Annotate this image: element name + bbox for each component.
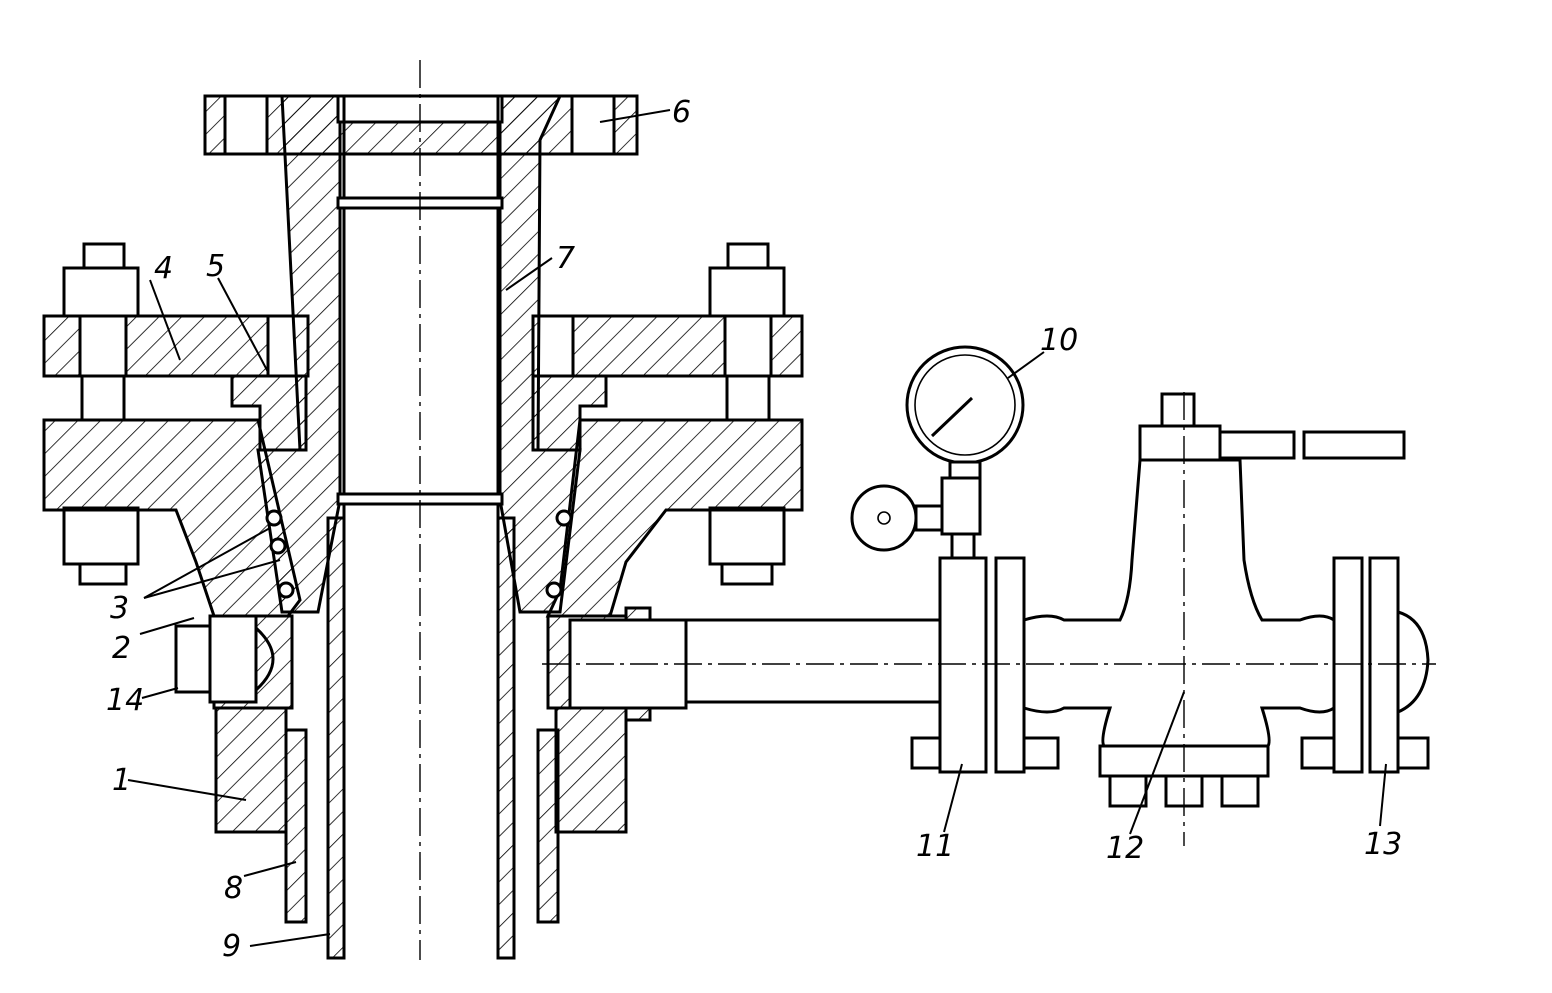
- side-plug: [174, 614, 275, 704]
- flange-11: [910, 556, 1060, 774]
- casing-pipe: [284, 728, 560, 924]
- tubing-hanger-spool: [256, 94, 582, 614]
- callout-6: 6: [672, 95, 691, 130]
- callout-8: 8: [224, 871, 243, 906]
- left-bolt: [62, 242, 140, 586]
- callout-10: 10: [1040, 323, 1078, 358]
- tubing-string: [326, 96, 516, 960]
- callout-14: 14: [106, 683, 144, 718]
- callout-4: 4: [154, 251, 173, 286]
- upper-clamp-flange: [42, 314, 804, 378]
- callout-13: 13: [1364, 827, 1402, 862]
- leader-lines: [127, 109, 1387, 947]
- callout-11: 11: [916, 829, 954, 864]
- seal-rings: [265, 509, 573, 599]
- center-axes: [419, 60, 1436, 960]
- flange-13: [1300, 556, 1430, 774]
- callout-12: 12: [1106, 831, 1144, 866]
- packing-gland: [230, 374, 608, 452]
- right-bolt: [708, 242, 786, 586]
- casing-head-body: [42, 418, 804, 834]
- callout-9: 9: [222, 929, 241, 964]
- callout-1: 1: [112, 763, 131, 798]
- pressure-gauge: [850, 345, 1025, 560]
- callout-7: 7: [556, 241, 575, 276]
- callout-2: 2: [112, 631, 131, 666]
- callout-3: 3: [110, 591, 129, 626]
- callout-labels: 1 2 3 4 5 6 7 8 9 10 11 12 13 14: [106, 95, 1402, 964]
- callout-5: 5: [206, 249, 225, 284]
